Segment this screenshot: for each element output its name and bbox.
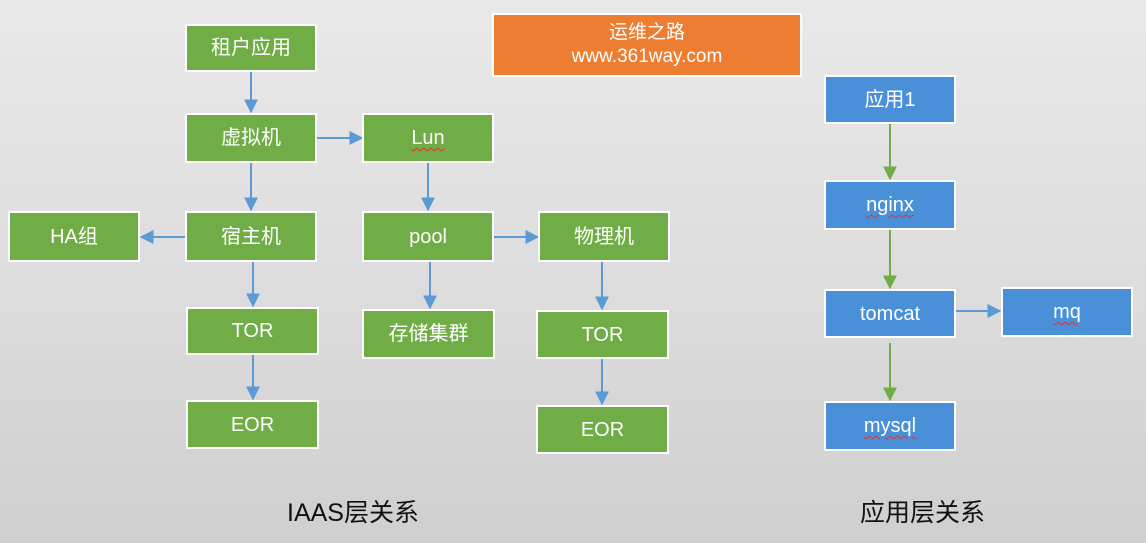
node-tenant-app: 租户应用 bbox=[185, 24, 317, 72]
node-physical: 物理机 bbox=[538, 211, 670, 262]
node-host: 宿主机 bbox=[185, 211, 317, 262]
node-nginx: nginx bbox=[824, 180, 956, 230]
node-tor-right: TOR bbox=[536, 310, 669, 359]
node-tor-left: TOR bbox=[186, 307, 319, 355]
site-banner: 运维之路 www.361way.com bbox=[492, 13, 802, 77]
banner-title: 运维之路 bbox=[608, 22, 685, 44]
banner-url: www.361way.com bbox=[571, 46, 723, 67]
node-app1: 应用1 bbox=[824, 75, 956, 124]
node-vm: 虚拟机 bbox=[185, 113, 317, 163]
node-mysql: mysql bbox=[824, 401, 956, 451]
node-eor-right: EOR bbox=[536, 405, 669, 454]
caption-iaas: IAAS层关系 bbox=[287, 499, 419, 527]
node-storage-cluster: 存储集群 bbox=[362, 309, 495, 359]
node-lun: Lun bbox=[362, 113, 494, 163]
node-mq: mq bbox=[1001, 287, 1133, 337]
node-eor-left: EOR bbox=[186, 400, 319, 449]
node-pool: pool bbox=[362, 211, 494, 262]
node-ha-group: HA组 bbox=[8, 211, 140, 262]
caption-app-layer: 应用层关系 bbox=[860, 499, 986, 527]
node-tomcat: tomcat bbox=[824, 289, 956, 338]
